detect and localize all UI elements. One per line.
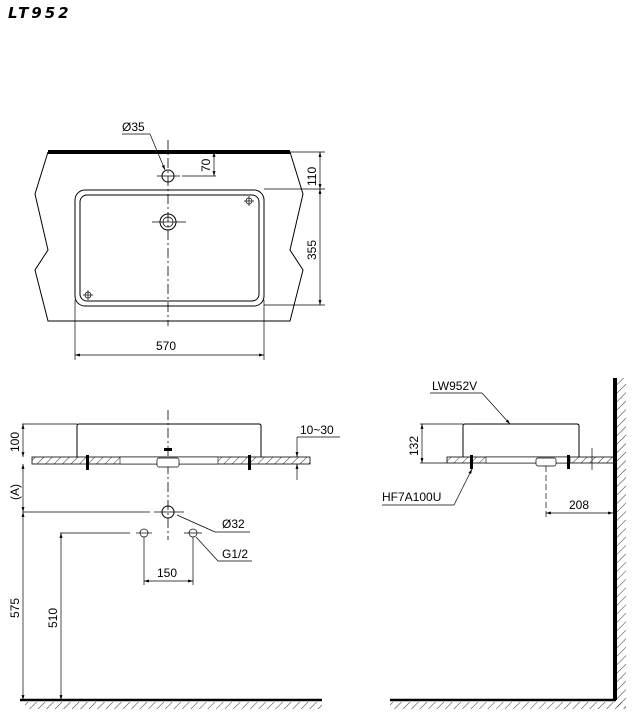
supply-height-label: 510 xyxy=(46,608,60,628)
front-view: 100 10~30 (A) Ø32 G1/2 150 575 xyxy=(8,410,340,709)
supply-thread-label: G1/2 xyxy=(222,547,248,561)
drain-height-label: 575 xyxy=(8,598,22,618)
floor-hatch xyxy=(25,702,322,709)
hole-diameter-label: Ø35 xyxy=(122,120,145,134)
edge-to-bowl-label: 110 xyxy=(305,167,319,186)
fixing-bolt xyxy=(567,455,570,469)
bowl-inner xyxy=(79,194,260,302)
basin-body xyxy=(76,423,262,457)
fixing-bolt xyxy=(470,455,473,469)
side-view: 132 LW952V HF7A100U 208 xyxy=(382,378,626,709)
supply-spacing-label: 150 xyxy=(157,566,177,580)
fixing-bolt xyxy=(248,455,251,470)
top-view: Ø35 70 110 355 570 xyxy=(34,120,325,360)
counter-thickness-label: 10~30 xyxy=(300,423,334,437)
wall-to-drain-label: 208 xyxy=(569,498,589,512)
fixing-marker-icon xyxy=(83,290,93,300)
countertop-outline xyxy=(34,151,304,322)
basin-model-label: LW952V xyxy=(432,379,477,393)
fixing-marker-icon xyxy=(244,196,254,206)
fixing-kit-label: HF7A100U xyxy=(382,490,441,504)
hole-offset-label: 70 xyxy=(199,158,213,172)
basin-height-label: 100 xyxy=(8,432,22,452)
drain-body xyxy=(156,457,180,468)
side-basin-height-label: 132 xyxy=(407,436,421,456)
bowl-depth-label: 355 xyxy=(305,240,319,260)
fixing-bolt xyxy=(86,455,89,470)
bowl-width-label: 570 xyxy=(156,339,176,353)
drawing-title: LT952 xyxy=(8,4,72,22)
wall-hatch xyxy=(617,378,626,708)
height-a-label: (A) xyxy=(8,484,22,500)
drain-diameter-label: Ø32 xyxy=(222,517,245,531)
bowl-outer xyxy=(74,189,265,307)
basin-body-side xyxy=(462,423,580,457)
